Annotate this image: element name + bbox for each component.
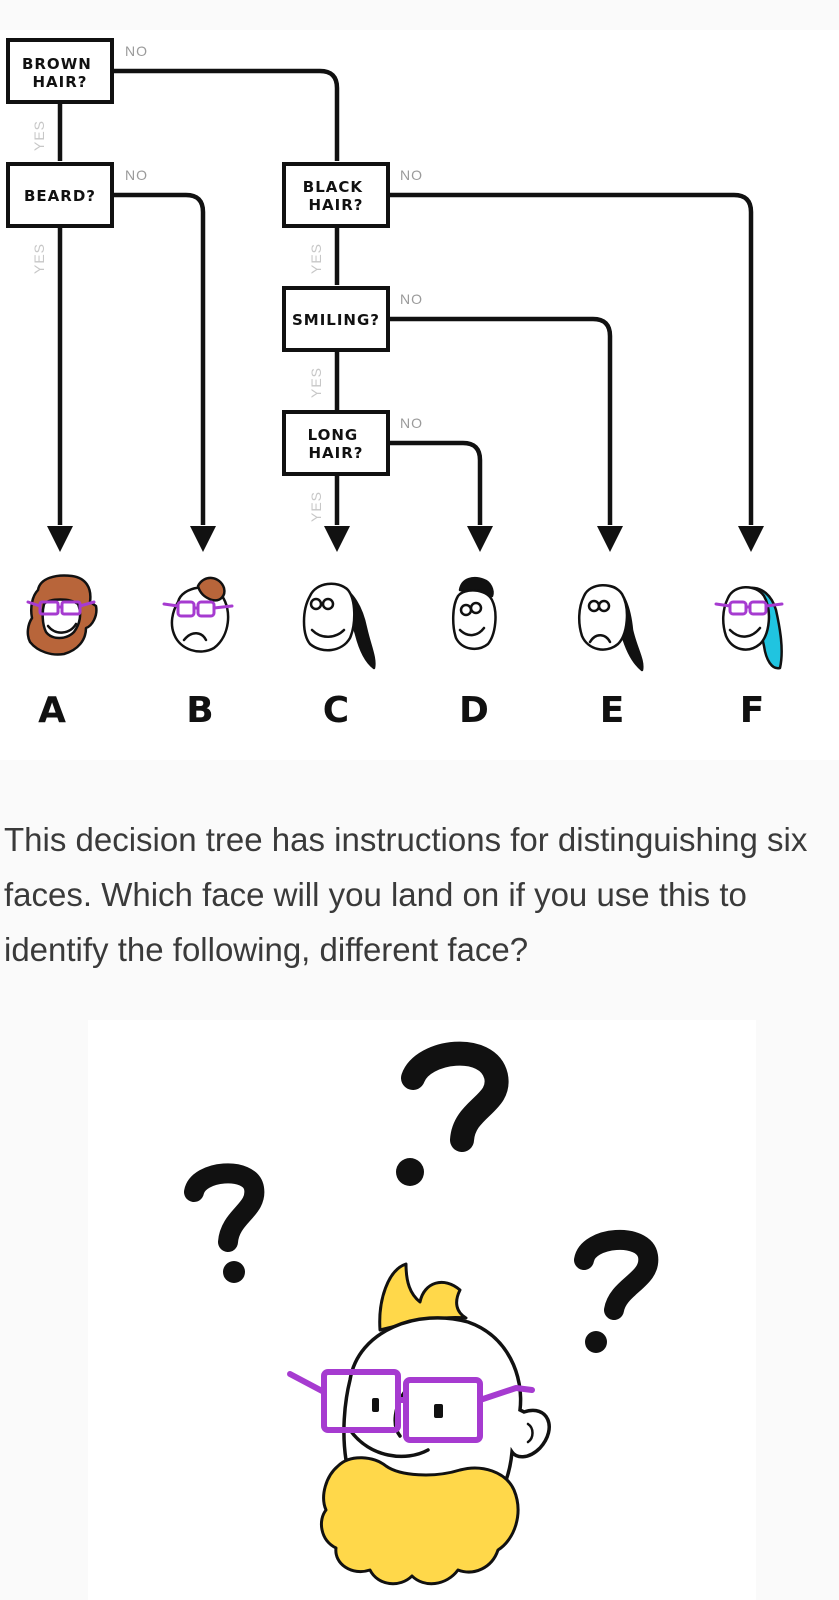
leaf-f: F <box>740 690 765 731</box>
arrow-head-b <box>190 526 216 552</box>
face-e-head <box>578 584 629 651</box>
leaf-c: C <box>323 690 349 731</box>
edge-label-yes-beard: YES <box>31 243 47 274</box>
edge-label-yes-smiling: YES <box>308 367 324 398</box>
arrow-head-f <box>738 526 764 552</box>
face-f-head <box>722 586 771 651</box>
edge-brown-no <box>113 68 340 161</box>
glasses-icon <box>714 600 784 616</box>
face-a-mouth <box>46 622 78 634</box>
node-black-hair-box <box>282 162 390 228</box>
mystery-face-eye-left <box>372 1398 379 1412</box>
node-beard-label: BEARD? <box>24 187 96 205</box>
edge-long-no <box>388 440 483 525</box>
edge-smiling-no <box>388 316 613 525</box>
face-e <box>578 584 644 672</box>
face-e-eye-right <box>597 599 611 613</box>
face-c-eye-right <box>321 597 335 611</box>
edge-label-no-brown: NO <box>125 43 148 59</box>
node-long-hair-box <box>282 410 390 476</box>
question-mark-icon <box>574 1229 659 1320</box>
leaf-d: D <box>459 690 489 731</box>
edge-label-yes-long: YES <box>308 491 324 522</box>
face-d-eye-left <box>459 603 473 617</box>
node-brown-hair-line1: BROWN <box>22 55 92 73</box>
question-mark-icon <box>184 1163 265 1252</box>
mystery-face-eye-right <box>434 1404 443 1418</box>
face-c <box>302 582 376 670</box>
face-f-mouth <box>728 626 762 638</box>
face-a <box>26 574 98 656</box>
edge-label-no-beard: NO <box>125 167 148 183</box>
edge-label-yes-black: YES <box>308 243 324 274</box>
edge-label-yes-brown: YES <box>31 120 47 151</box>
face-b <box>162 576 234 653</box>
face-e-mouth <box>588 634 612 644</box>
question-text: This decision tree has instructions for … <box>4 821 808 968</box>
glasses-icon <box>26 600 96 616</box>
arrow-head-c <box>324 526 350 552</box>
face-b-hair <box>196 576 226 602</box>
face-d <box>452 576 497 651</box>
node-smiling-box <box>282 286 390 352</box>
node-black-hair-line1: BLACK <box>303 178 364 196</box>
face-c-head <box>302 582 356 652</box>
arrow-head-e <box>597 526 623 552</box>
node-brown-hair-line2: HAIR? <box>33 73 88 91</box>
glasses-icon <box>287 1369 535 1443</box>
face-c-eye-left <box>309 597 323 611</box>
mystery-face-ear-detail <box>526 1422 534 1444</box>
edge-black-no <box>388 192 754 525</box>
question-mark-icon <box>401 1041 509 1152</box>
node-long-hair-line1: LONG <box>308 426 359 444</box>
leaf-e: E <box>600 690 625 731</box>
decision-tree-panel: BROWN HAIR? BEARD? BLACK HAIR? SMILING? … <box>0 30 839 760</box>
face-e-eye-left <box>587 599 601 613</box>
node-beard-box <box>6 162 114 228</box>
face-b-mouth <box>182 632 208 642</box>
face-c-mouth <box>310 628 346 638</box>
leaf-b: B <box>186 690 213 731</box>
mystery-face-beard <box>319 1456 520 1586</box>
node-brown-hair-label: BROWN HAIR? <box>22 55 98 91</box>
node-smiling-label: SMILING? <box>292 311 380 329</box>
node-long-hair-line2: HAIR? <box>309 444 364 462</box>
face-d-eye-right <box>469 601 483 615</box>
mystery-face-mouth <box>348 1428 430 1459</box>
question-mark-dot <box>396 1158 424 1186</box>
glasses-icon <box>162 600 234 618</box>
node-black-hair-label: BLACK HAIR? <box>303 178 369 214</box>
arrow-head-a <box>47 526 73 552</box>
mystery-face-illustration <box>184 1041 659 1586</box>
node-brown-hair-box <box>6 38 114 104</box>
arrow-head-d <box>467 526 493 552</box>
node-long-hair-label: LONG HAIR? <box>308 426 365 462</box>
edge-label-no-smiling: NO <box>400 291 423 307</box>
face-d-head <box>452 589 497 651</box>
leaf-a: A <box>38 690 66 731</box>
mystery-face-panel <box>88 1020 756 1600</box>
question-mark-dot <box>223 1261 245 1283</box>
edge-beard-no <box>113 192 206 525</box>
face-d-mouth <box>458 626 486 637</box>
edge-label-no-long: NO <box>400 415 423 431</box>
face-f <box>714 586 784 670</box>
edge-label-no-black: NO <box>400 167 423 183</box>
question-mark-dot <box>585 1331 607 1353</box>
decision-tree: BROWN HAIR? BEARD? BLACK HAIR? SMILING? … <box>6 38 784 731</box>
node-black-hair-line2: HAIR? <box>309 196 364 214</box>
